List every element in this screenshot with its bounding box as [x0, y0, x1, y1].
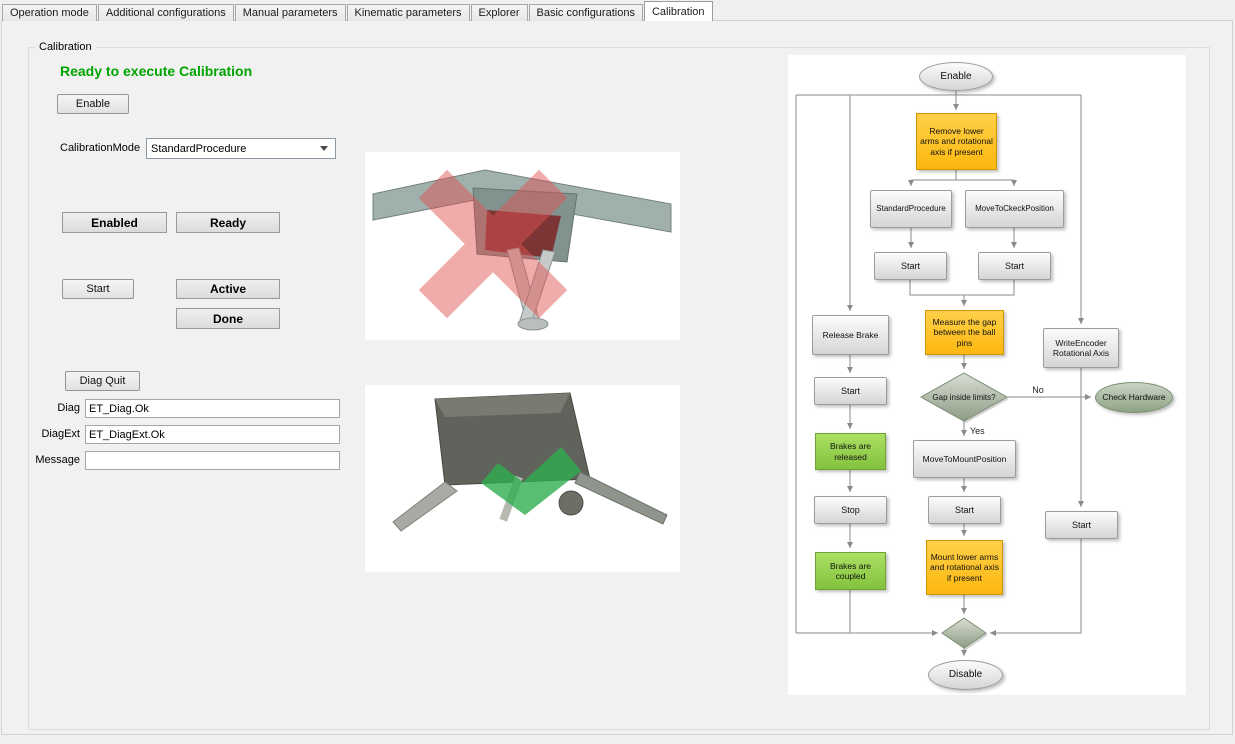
- calibration-mode-label: CalibrationMode: [60, 142, 140, 154]
- flow-node-stop: Stop: [814, 496, 887, 524]
- machine-illustration-green: [365, 385, 680, 572]
- flow-node-brakes-coupled: Brakes are coupled: [815, 552, 886, 590]
- ready-indicator: Ready: [176, 212, 280, 233]
- done-indicator: Done: [176, 308, 280, 329]
- tab-explorer[interactable]: Explorer: [471, 4, 528, 21]
- chevron-down-icon: [320, 146, 328, 151]
- diag-label: Diag: [5, 402, 80, 414]
- flow-node-write-encoder: WriteEncoder Rotational Axis: [1043, 328, 1119, 368]
- calibration-mode-dropdown[interactable]: StandardProcedure: [146, 138, 336, 159]
- enabled-indicator: Enabled: [62, 212, 167, 233]
- message-field[interactable]: [85, 451, 340, 470]
- diagext-label: DiagExt: [5, 428, 80, 440]
- machine-photo-allowed: [365, 385, 680, 572]
- tab-kinematic-parameters[interactable]: Kinematic parameters: [347, 4, 470, 21]
- flow-node-start-release: Start: [814, 377, 887, 405]
- tab-operation-mode[interactable]: Operation mode: [2, 4, 97, 21]
- groupbox-title: Calibration: [35, 41, 96, 53]
- flow-node-move-to-check-position: MoveToCkeckPosition: [965, 190, 1064, 228]
- flow-node-start-standard: Start: [874, 252, 947, 280]
- flow-node-brakes-released: Brakes are released: [815, 433, 886, 470]
- flow-node-measure-gap: Measure the gap between the ball pins: [925, 310, 1004, 355]
- flow-node-mount-arms: Mount lower arms and rotational axis if …: [926, 540, 1003, 595]
- calibration-status-text: Ready to execute Calibration: [60, 63, 252, 79]
- flow-node-move-to-mount-position: MoveToMountPosition: [913, 440, 1016, 478]
- diag-field[interactable]: [85, 399, 340, 418]
- diag-quit-button[interactable]: Diag Quit: [65, 371, 140, 391]
- tab-basic-configurations[interactable]: Basic configurations: [529, 4, 643, 21]
- flow-node-enable: Enable: [919, 62, 993, 91]
- flow-node-start-check: Start: [978, 252, 1051, 280]
- tab-manual-parameters[interactable]: Manual parameters: [235, 4, 346, 21]
- flow-node-check-hardware: Check Hardware: [1095, 382, 1173, 413]
- active-indicator: Active: [176, 279, 280, 299]
- calibration-mode-value: StandardProcedure: [151, 143, 246, 155]
- flow-node-standard-procedure: StandardProcedure: [870, 190, 952, 228]
- no-branch-label: No: [1032, 385, 1044, 395]
- flow-node-disable: Disable: [928, 660, 1003, 690]
- tab-additional-configurations[interactable]: Additional configurations: [98, 4, 234, 21]
- flow-node-release-brake: Release Brake: [812, 315, 889, 355]
- flow-node-remove-arms: Remove lower arms and rotational axis if…: [916, 113, 997, 170]
- message-label: Message: [5, 454, 80, 466]
- flow-node-start-mount: Start: [928, 496, 1001, 524]
- flow-node-gap-question: Gap inside limits?: [927, 383, 1001, 412]
- tab-strip: Operation mode Additional configurations…: [2, 1, 714, 21]
- enable-button[interactable]: Enable: [57, 94, 129, 114]
- tab-calibration[interactable]: Calibration: [644, 1, 713, 21]
- machine-illustration-red: [365, 152, 680, 340]
- start-button[interactable]: Start: [62, 279, 134, 299]
- calibration-flowchart: No Yes Enable Remove lower arms and rota…: [788, 55, 1186, 695]
- yes-branch-label: Yes: [970, 426, 985, 436]
- flow-node-start-encoder: Start: [1045, 511, 1118, 539]
- final-decision-diamond: [942, 618, 986, 648]
- diagext-field[interactable]: [85, 425, 340, 444]
- machine-photo-prohibited: [365, 152, 680, 340]
